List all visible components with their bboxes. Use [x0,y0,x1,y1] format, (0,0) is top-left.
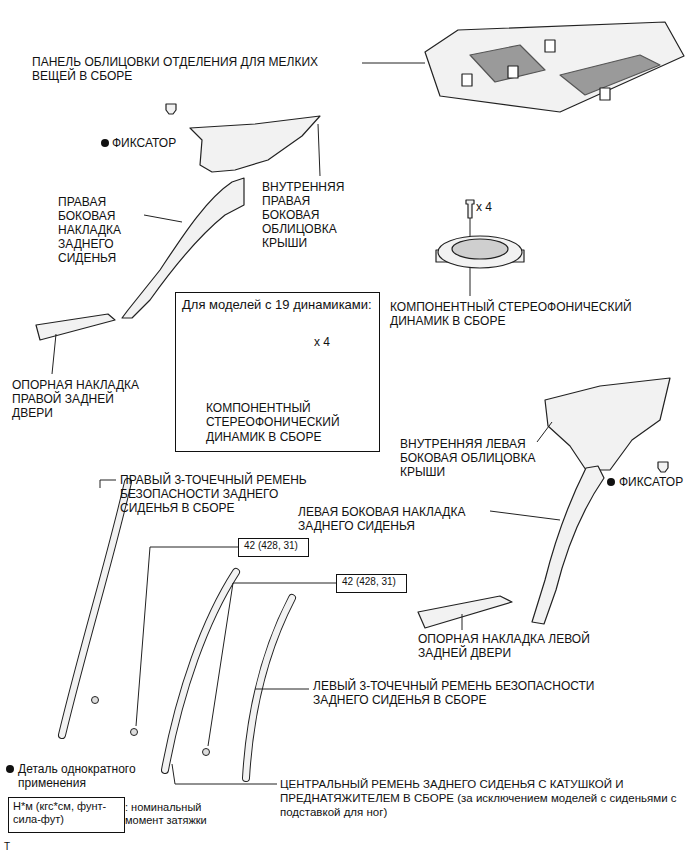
part-name: ЛЕВАЯ БОКОВАЯ НАКЛАДКА ЗАДНЕГО СИДЕНЬЯ [298,505,498,533]
speaker-cone [452,239,508,259]
part-name: ПРАВАЯ БОКОВАЯ НАКЛАДКА ЗАДНЕГО СИДЕНЬЯ [58,195,143,265]
torque-unit: Н*м (кгс*см, фунт-сила-фут) [9,798,124,828]
seat-belts [62,482,292,778]
torque-legend-box: Н*м (кгс*см, фунт-сила-фут): номинальный… [8,797,125,833]
tray-hole [508,66,518,78]
bolts [92,697,210,756]
legend-text: : номинальный момент затяжки [125,801,237,827]
part-name: ФИКСАТОР [112,136,202,150]
part-name: ОПОРНАЯ НАКЛАДКА ЛЕВОЙ ЗАДНЕЙ ДВЕРИ [418,632,608,660]
quantity: x 4 [314,335,354,349]
speaker [438,236,522,268]
legend-text: Деталь однократного применения [18,762,158,790]
roof-side-trim-right [190,116,320,172]
clip [658,462,668,472]
tray-hole [462,74,472,86]
part-name: КОМПОНЕНТНЫЙ СТЕРЕОФОНИЧЕСКИЙ ДИНАМИК В … [206,401,358,444]
scuff-plate-left [418,596,512,628]
torque-value: 42 (428, 31) [337,575,406,589]
corner-mark: T [4,840,24,854]
variant-inset-box: Для моделей с 19 динамиками: x 4 КОМПОНЕНТ… [175,292,380,452]
leader-lines [52,63,560,784]
speaker-grille [470,45,545,82]
screw [466,200,474,218]
part-name: ВНУТРЕННЯЯ ПРАВАЯ БОКОВАЯ ОБЛИЦОВКА КРЫШ… [262,180,357,250]
torque-box: 42 (428, 31) [238,538,309,557]
torque-box: 42 (428, 31) [336,574,407,593]
tray-hole [545,40,555,52]
inset-heading: Для моделей с 19 динамиками: [182,297,372,313]
part-name: ВНУТРЕННЯЯ ЛЕВАЯ БОКОВАЯ ОБЛИЦОВКА КРЫШИ [400,437,540,479]
torque-value: 42 (428, 31) [239,539,308,553]
part-name: ФИКСАТОР [619,475,689,489]
roof-side-trim-left [545,378,670,470]
part-name: ПАНЕЛЬ ОБЛИЦОВКИ ОТДЕЛЕНИЯ ДЛЯ МЕЛКИХ ВЕ… [32,55,357,83]
part-name: ОПОРНАЯ НАКЛАДКА ПРАВОЙ ЗАДНЕЙ ДВЕРИ [12,378,147,420]
quantity: x 4 [476,200,516,214]
part-name: ЦЕНТРАЛЬНЫЙ РЕМЕНЬ ЗАДНЕГО СИДЕНЬЯ С КАТ… [280,777,688,819]
scuff-plate-right [36,314,115,340]
part-name: КОМПОНЕНТНЫЙ СТЕРЕОФОНИЧЕСКИЙ ДИНАМИК В … [390,300,660,328]
tray-hole [600,88,610,100]
package-tray-panel [425,22,684,112]
clip [166,104,176,114]
seat-side-garnish-left [532,466,604,624]
part-name: ЛЕВЫЙ 3-ТОЧЕЧНЫЙ РЕМЕНЬ БЕЗОПАСНОСТИ ЗАД… [313,679,643,707]
one-time-use-bullet [6,139,615,773]
